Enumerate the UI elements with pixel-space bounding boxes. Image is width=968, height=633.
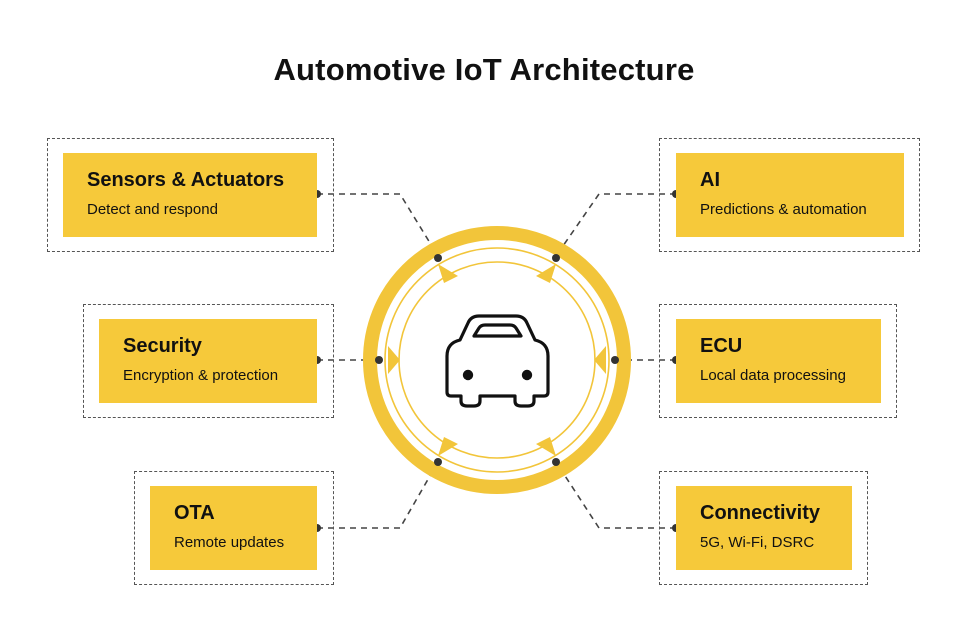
dot-ai-hub xyxy=(552,254,560,262)
connectivity-card: Connectivity 5G, Wi-Fi, DSRC xyxy=(676,486,852,570)
arrow-right xyxy=(594,346,606,374)
hub-arrows xyxy=(388,264,606,456)
ota-frame xyxy=(134,471,334,585)
hub xyxy=(363,226,631,494)
arrow-top-right xyxy=(536,264,556,283)
ota-desc: Remote updates xyxy=(174,534,285,551)
page-title: Automotive IoT Architecture xyxy=(273,52,695,87)
ecu-frame xyxy=(659,304,897,418)
arrow-left xyxy=(388,346,400,374)
security-desc: Encryption & protection xyxy=(123,367,279,384)
connector-ota xyxy=(317,461,439,529)
connectivity-frame xyxy=(659,471,868,585)
ota-title: OTA xyxy=(174,502,215,524)
security-title: Security xyxy=(123,335,202,357)
sensors-frame xyxy=(47,138,334,252)
ai-frame xyxy=(659,138,920,252)
hub-inner-ring xyxy=(398,261,596,459)
ota-card: OTA Remote updates xyxy=(150,486,317,570)
security-frame xyxy=(83,304,334,418)
connector-ai xyxy=(555,193,676,257)
ai-card: AI Predictions & automation xyxy=(676,153,904,237)
dot-sensors-hub xyxy=(434,254,442,262)
dot-security-hub xyxy=(375,356,383,364)
arrow-bottom-right xyxy=(536,437,556,456)
car-icon xyxy=(445,314,550,408)
connectivity-desc: 5G, Wi-Fi, DSRC xyxy=(700,534,815,551)
ai-desc: Predictions & automation xyxy=(700,201,867,218)
hub-middle-ring xyxy=(384,247,610,473)
connector-sensors xyxy=(317,193,439,257)
connector-lines xyxy=(317,193,676,529)
ecu-title: ECU xyxy=(700,335,743,357)
dot-ecu-hub xyxy=(611,356,619,364)
arrow-bottom-left xyxy=(438,437,458,456)
sensors-card: Sensors & Actuators Detect and respond xyxy=(63,153,317,237)
connectivity-title: Connectivity xyxy=(700,502,821,524)
arrow-top-left xyxy=(438,264,458,283)
dot-ota-hub xyxy=(434,458,442,466)
sensors-desc: Detect and respond xyxy=(87,201,218,218)
hub-outer-ring xyxy=(363,226,631,494)
ecu-desc: Local data processing xyxy=(700,367,846,384)
ecu-card: ECU Local data processing xyxy=(676,319,881,403)
sensors-title: Sensors & Actuators xyxy=(87,169,285,191)
dot-connectivity-hub xyxy=(552,458,560,466)
security-card: Security Encryption & protection xyxy=(99,319,317,403)
ai-title: AI xyxy=(700,169,720,191)
connector-connectivity xyxy=(555,461,676,529)
